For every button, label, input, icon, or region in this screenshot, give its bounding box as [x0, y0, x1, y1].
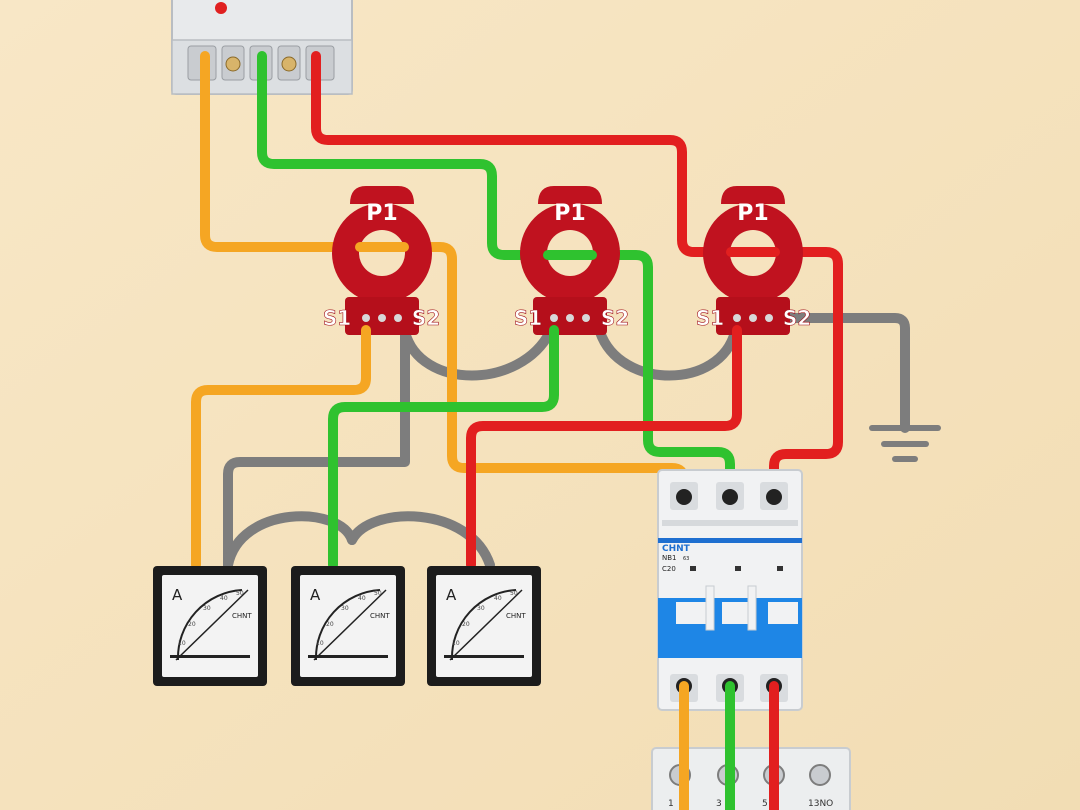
indicator-lamp-icon	[215, 2, 227, 14]
meter-needle-icon	[175, 589, 249, 661]
ct-2-p1-label: P1	[554, 201, 585, 226]
ammeter-2-tick: 10	[316, 640, 324, 647]
ammeter-3-tick: 40	[494, 595, 502, 602]
ammeter-1-unit: A	[172, 586, 183, 604]
ammeter-1-tick: 10	[178, 640, 186, 647]
ammeter-2-tick: 20	[326, 621, 334, 628]
ct-3-s1-label: S1	[696, 306, 724, 330]
current-transformer-1: P1 S1 S2	[323, 186, 440, 335]
ammeter-3-tick: 10	[452, 640, 460, 647]
ammeter-1-tick: 20	[188, 621, 196, 628]
ct-2-s2-label: S2	[601, 306, 629, 330]
ammeter-2: A CHNT 10 20 30 40 50	[291, 566, 405, 686]
contactor-terminal-5: 5	[762, 799, 768, 809]
ammeter-3-tick: 20	[462, 621, 470, 628]
ammeter-2-unit: A	[310, 586, 321, 604]
ammeter-2-tick: 30	[341, 605, 349, 612]
ammeter-3-brand: CHNT	[506, 612, 526, 620]
ammeter-1-tick: 50	[236, 590, 244, 597]
ground-icon	[869, 425, 941, 462]
breaker-rating: C20	[662, 565, 676, 573]
ammeter-3-tick: 30	[477, 605, 485, 612]
ammeter-3: A CHNT 10 20 30 40 50	[427, 566, 541, 686]
contactor-terminal-13no: 13NO	[808, 799, 833, 809]
ammeter-3-tick: 50	[510, 590, 518, 597]
meter-needle-icon	[313, 589, 387, 661]
ammeter-2-tick: 50	[374, 590, 382, 597]
ct-2-s1-label: S1	[514, 306, 542, 330]
screw-terminal-icon	[809, 764, 831, 786]
wire-l2-secondary	[328, 325, 559, 570]
breaker-model: NB1	[662, 554, 677, 562]
ammeter-2-tick: 40	[358, 595, 366, 602]
ct-1-s1-label: S1	[323, 306, 351, 330]
current-transformer-3: P1 S1 S2	[696, 186, 811, 335]
ammeter-1-tick: 40	[220, 595, 228, 602]
breaker-toggle-2[interactable]	[747, 585, 757, 631]
ct-1-s2-label: S2	[412, 306, 440, 330]
ammeter-1-brand: CHNT	[232, 612, 252, 620]
wire-l3-secondary	[466, 325, 742, 570]
circuit-breaker: CHNT NB1 63 C20	[657, 469, 803, 711]
ammeter-3-unit: A	[446, 586, 457, 604]
breaker-brand: CHNT	[662, 544, 691, 554]
ct-3-s2-label: S2	[783, 306, 811, 330]
ammeter-1-tick: 30	[203, 605, 211, 612]
ct-1-p1-label: P1	[366, 201, 397, 226]
ammeter-2-brand: CHNT	[370, 612, 390, 620]
breaker-sub-model: 63	[683, 556, 689, 562]
wire-l1-secondary	[191, 325, 371, 570]
meter-needle-icon	[449, 589, 523, 661]
contactor-terminal-3: 3	[716, 799, 722, 809]
ct-3-p1-label: P1	[737, 201, 768, 226]
return-wires	[223, 313, 910, 570]
breaker-toggle-1[interactable]	[705, 585, 715, 631]
ammeter-1: A CHNT 10 20 30 40 50	[153, 566, 267, 686]
contactor-terminal-1: 1	[668, 799, 674, 809]
